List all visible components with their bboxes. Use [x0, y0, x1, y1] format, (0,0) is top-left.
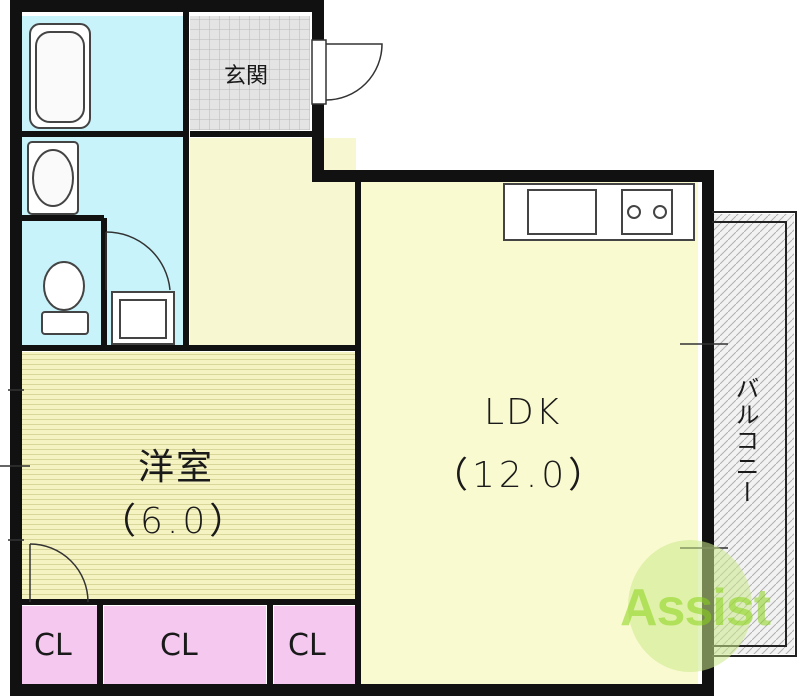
hallway-area: [190, 138, 356, 348]
closet-area-2: [104, 606, 266, 686]
entrance-area: [190, 16, 310, 130]
kitchen-counter: [503, 183, 695, 241]
ldk-size: （12.0）: [432, 455, 609, 496]
closet-door: [29, 543, 89, 603]
western-room-name: 洋室: [138, 447, 215, 488]
interior-walls: [20, 8, 361, 690]
toilet: [41, 261, 89, 335]
closet-label-3: CL: [288, 628, 326, 663]
closet-area-1: [22, 606, 98, 686]
entrance-door: [311, 39, 383, 105]
closet-label-1: CL: [34, 628, 72, 663]
watermark-text: Assist: [620, 579, 771, 637]
bathtub: [29, 23, 91, 129]
closet-area-3: [274, 606, 358, 686]
balcony-rail: [712, 211, 797, 657]
western-room-size: （6.0）: [100, 501, 250, 542]
washing-machine-space: [111, 291, 175, 345]
outer-walls: [10, 0, 714, 696]
balcony-label: バルコニー: [731, 376, 759, 506]
watermark-logo: [628, 540, 752, 672]
washbasin: [27, 141, 79, 215]
entrance-label: 玄関: [224, 64, 269, 89]
western-room-area: [22, 352, 358, 600]
closet-label-2: CL: [160, 628, 198, 663]
ldk-name: LDK: [484, 392, 562, 433]
toilet-door: [105, 231, 171, 291]
